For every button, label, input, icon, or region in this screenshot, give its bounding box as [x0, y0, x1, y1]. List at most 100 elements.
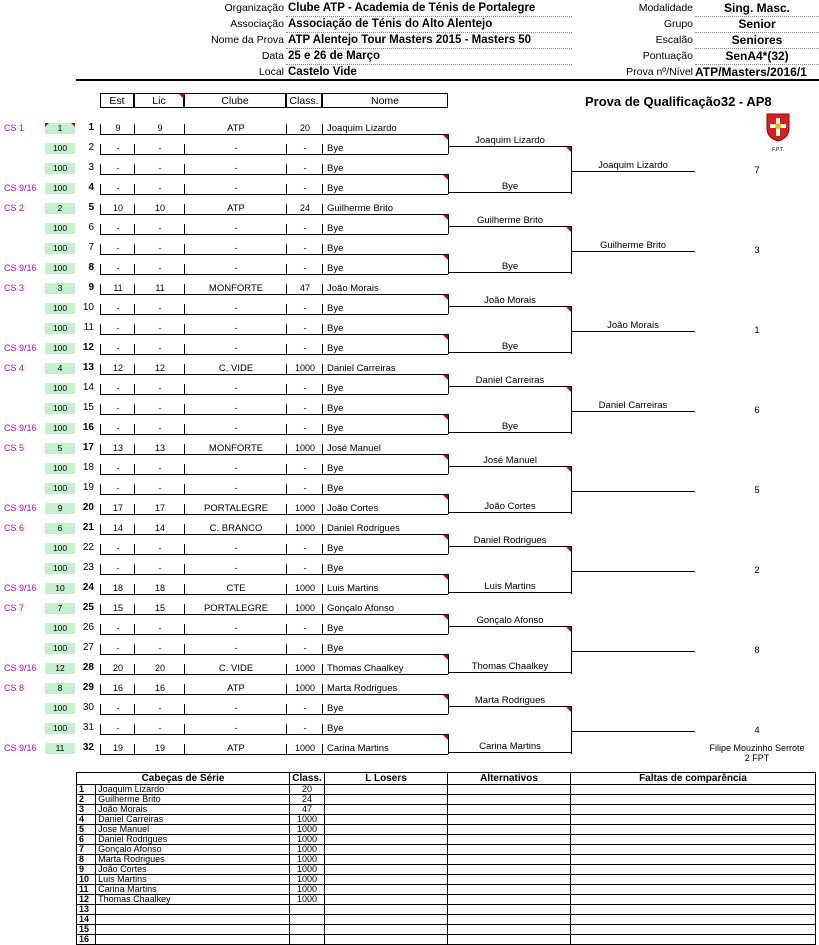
cell-divider — [134, 144, 135, 154]
entry-est: - — [116, 303, 120, 313]
points-cell: 8 — [45, 683, 75, 694]
entry-line — [100, 294, 448, 295]
comment-marker — [443, 655, 448, 660]
comment-marker — [443, 215, 448, 220]
header-label: Local — [258, 66, 284, 78]
seed-tag: CS 9/16 — [4, 663, 37, 673]
comment-marker — [443, 575, 448, 580]
summary-absence — [570, 854, 816, 865]
entry-est: - — [116, 383, 120, 393]
draw-position: 23 — [82, 562, 94, 573]
summary-loser — [324, 794, 448, 805]
points-cell: 100 — [45, 243, 75, 254]
summary-rank: 1 — [75, 784, 97, 795]
cell-divider — [134, 164, 135, 174]
entry-line — [100, 134, 448, 135]
entry-lic: - — [158, 263, 162, 273]
header-value: Clube ATP - Academia de Ténis de Portale… — [288, 2, 536, 14]
summary-alternate — [447, 914, 571, 925]
qualifier-number: 3 — [754, 245, 760, 256]
entry-est: - — [116, 183, 120, 193]
cell-divider — [100, 224, 101, 234]
entry-line — [100, 514, 448, 515]
cell-divider — [322, 724, 323, 734]
entry-class: - — [303, 223, 307, 233]
cell-divider — [100, 384, 101, 394]
col-est: Est — [100, 93, 134, 108]
cell-divider — [134, 344, 135, 354]
header-right-underline — [695, 48, 819, 49]
comment-marker — [566, 547, 571, 552]
cell-divider — [184, 164, 185, 174]
header-right-label: Pontuação — [642, 50, 693, 62]
qualifier-number: 1 — [754, 325, 760, 336]
cell-divider — [184, 444, 185, 454]
cell-divider — [134, 484, 135, 494]
cell-divider — [100, 264, 101, 274]
entry-club: CTE — [226, 583, 246, 594]
cell-divider — [184, 284, 185, 294]
cell-divider — [100, 204, 101, 214]
cell-divider — [184, 324, 185, 334]
draw-position: 16 — [82, 422, 94, 433]
cell-divider — [286, 484, 287, 494]
points-cell: 100 — [45, 463, 75, 474]
round2-line — [448, 512, 572, 513]
summary-seed-name: Daniel Carreiras — [95, 814, 290, 825]
cell-divider — [100, 544, 101, 554]
cell-divider — [134, 444, 135, 454]
entry-lic: - — [158, 423, 162, 433]
summary-rank: 6 — [75, 834, 97, 845]
entry-lic: - — [158, 303, 162, 313]
entry-lic: - — [158, 183, 162, 193]
cell-divider — [184, 624, 185, 634]
summary-loser — [324, 814, 448, 825]
cell-divider — [134, 604, 135, 614]
qualifier-number: 8 — [754, 645, 760, 656]
points-cell: 100 — [45, 263, 75, 274]
draw-position: 18 — [82, 462, 94, 473]
entry-est: - — [116, 703, 120, 713]
points-cell: 100 — [45, 143, 75, 154]
entry-club: ATP — [227, 743, 245, 754]
entry-club: - — [234, 423, 238, 434]
summary-absence — [570, 814, 816, 825]
cell-divider — [100, 744, 101, 754]
entry-est: - — [116, 423, 120, 433]
header-underline — [286, 64, 572, 65]
points-cell: 100 — [45, 623, 75, 634]
summary-alternate — [447, 894, 571, 905]
round2-name: Daniel Rodrigues — [473, 535, 547, 546]
header-value: 25 e 26 de Março — [288, 50, 381, 62]
cell-divider — [100, 664, 101, 674]
entry-class: 1000 — [294, 363, 316, 373]
summary-row: 2 Guilherme Brito 24 — [75, 794, 816, 805]
entry-club: - — [234, 643, 238, 654]
summary-seed-name: João Cortes — [95, 864, 290, 875]
cell-divider — [134, 364, 135, 374]
cell-divider — [322, 504, 323, 514]
entry-line — [100, 174, 448, 175]
round2-line — [448, 432, 572, 433]
entry-name: Bye — [327, 223, 344, 234]
entry-lic: - — [158, 543, 162, 553]
qualifier-name: Guilherme Brito — [600, 240, 666, 251]
cell-divider — [100, 684, 101, 694]
entry-club: - — [234, 323, 238, 334]
cell-divider — [322, 384, 323, 394]
comment-marker — [179, 94, 184, 99]
summary-absence — [570, 834, 816, 845]
entry-est: 20 — [112, 663, 123, 673]
round2-name: Luis Martins — [484, 581, 536, 592]
entry-club: PORTALEGRE — [203, 603, 269, 614]
entry-club: - — [234, 243, 238, 254]
round2-line — [448, 706, 572, 707]
entry-class: - — [303, 243, 307, 253]
summary-row: 7 Gonçalo Afonso 1000 — [75, 844, 816, 855]
points-cell: 100 — [45, 563, 75, 574]
cell-divider — [134, 204, 135, 214]
cell-divider — [322, 704, 323, 714]
entry-est: 9 — [115, 123, 121, 133]
cell-divider — [184, 304, 185, 314]
draw-position: 3 — [88, 162, 94, 173]
